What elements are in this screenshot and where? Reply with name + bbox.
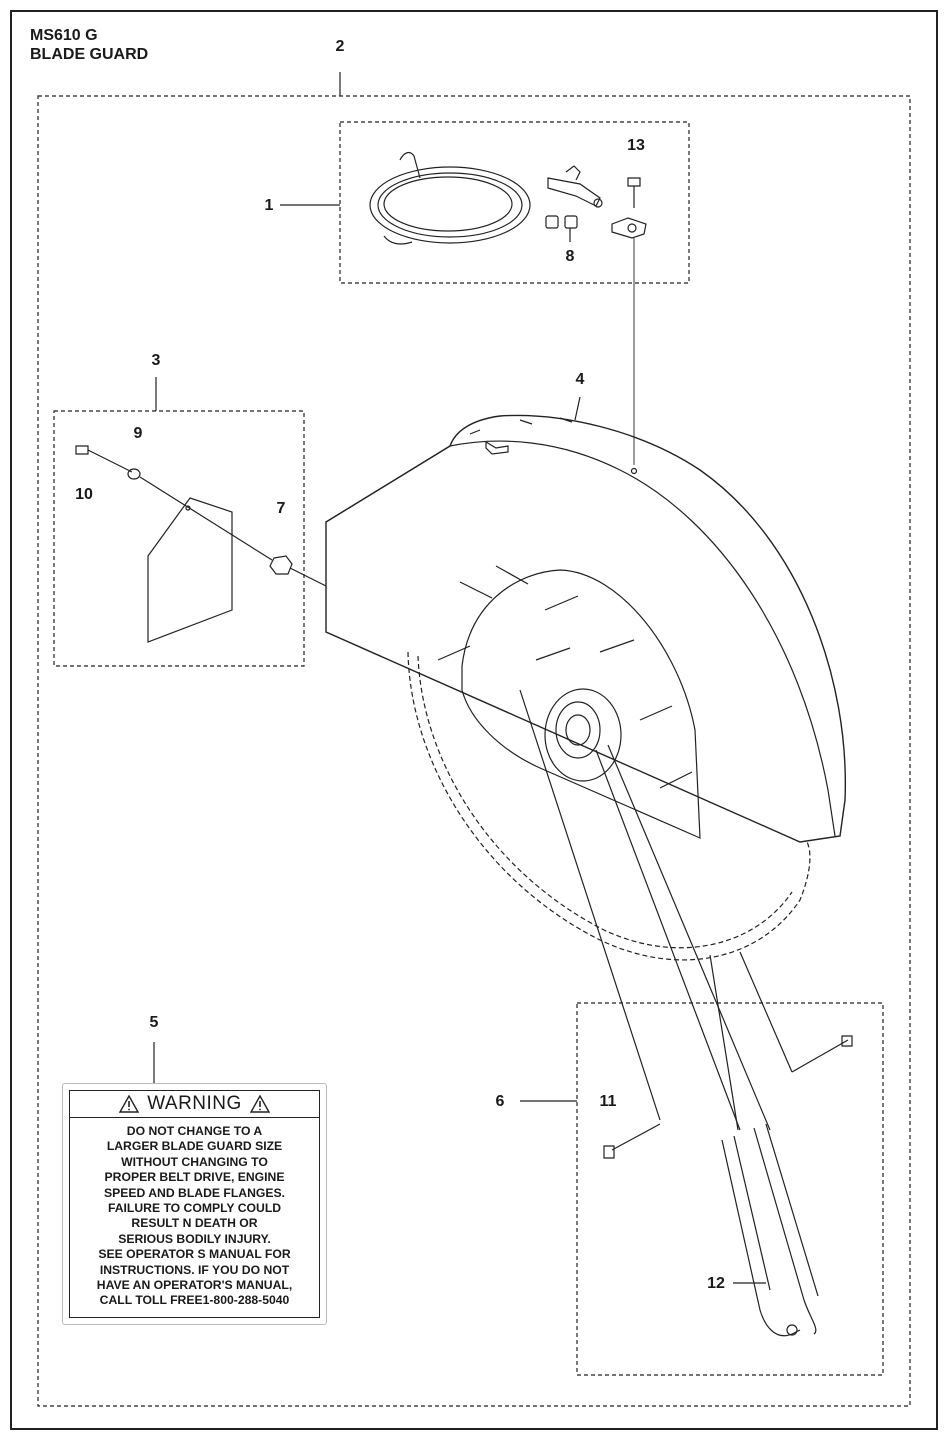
warning-header: WARNING: [70, 1091, 319, 1118]
group-box-3: [53, 410, 305, 667]
rubber-flap: [147, 497, 233, 643]
washer-9: [127, 468, 141, 480]
callout-6: 6: [495, 1093, 505, 1110]
callout-4: 4: [575, 371, 585, 388]
nut-7: [269, 555, 293, 575]
warning-line: PROPER BELT DRIVE, ENGINE: [104, 1170, 285, 1185]
callout-10: 10: [75, 486, 93, 503]
group-box-1: [339, 121, 690, 284]
warning-triangle-icon: [249, 1095, 270, 1113]
section-title: BLADE GUARD: [30, 46, 149, 63]
warning-line: CALL TOLL FREE1-800-288-5040: [99, 1293, 290, 1308]
warning-decal: WARNING DO NOT CHANGE TO A LARGER BLADE …: [62, 1083, 327, 1325]
callout-11: 11: [599, 1093, 617, 1110]
callout-2: 2: [335, 38, 345, 55]
warning-line: INSTRUCTIONS. IF YOU DO NOT: [99, 1262, 290, 1277]
warning-line: RESULT N DEATH OR: [131, 1216, 258, 1231]
warning-heading: WARNING: [147, 1093, 242, 1114]
screw-11: [603, 1145, 615, 1159]
callout-5: 5: [149, 1014, 159, 1031]
bolt-10: [75, 445, 89, 455]
warning-line: SERIOUS BODILY INJURY.: [118, 1231, 271, 1246]
model-title: MS610 G: [30, 27, 98, 44]
screw-upper: [841, 1035, 853, 1047]
hose-fitting: [547, 165, 603, 208]
callout-13: 13: [627, 137, 645, 154]
warning-line: LARGER BLADE GUARD SIZE: [106, 1139, 283, 1154]
group-box-6: [576, 1002, 884, 1376]
blade-guard-body: [325, 414, 847, 843]
water-hose: [369, 151, 531, 245]
hose-clamp: [611, 217, 647, 239]
warning-triangle-icon: [119, 1095, 140, 1113]
callout-3: 3: [151, 352, 161, 369]
warning-decal-border: WARNING DO NOT CHANGE TO A LARGER BLADE …: [69, 1090, 320, 1318]
support-arms: [519, 689, 849, 1337]
warning-line: HAVE AN OPERATOR'S MANUAL,: [96, 1278, 293, 1293]
warning-line: FAILURE TO COMPLY COULD: [107, 1201, 282, 1216]
warning-line: DO NOT CHANGE TO A: [126, 1124, 263, 1138]
callout-12: 12: [707, 1275, 725, 1292]
warning-line: SPEED AND BLADE FLANGES.: [103, 1185, 286, 1200]
screw-13: [627, 177, 641, 208]
group-box-2: [37, 95, 911, 1407]
callout-7: 7: [276, 500, 286, 517]
warning-line: WITHOUT CHANGING TO: [121, 1154, 268, 1169]
callout-1: 1: [264, 197, 274, 214]
callout-9: 9: [133, 425, 143, 442]
warning-text: DO NOT CHANGE TO A LARGER BLADE GUARD SI…: [70, 1118, 319, 1309]
cutting-blade: [407, 651, 811, 961]
warning-line: SEE OPERATOR S MANUAL FOR: [98, 1247, 291, 1262]
callout-8: 8: [565, 248, 575, 265]
nozzle-pair: [545, 215, 578, 229]
page-frame: [10, 10, 938, 1430]
